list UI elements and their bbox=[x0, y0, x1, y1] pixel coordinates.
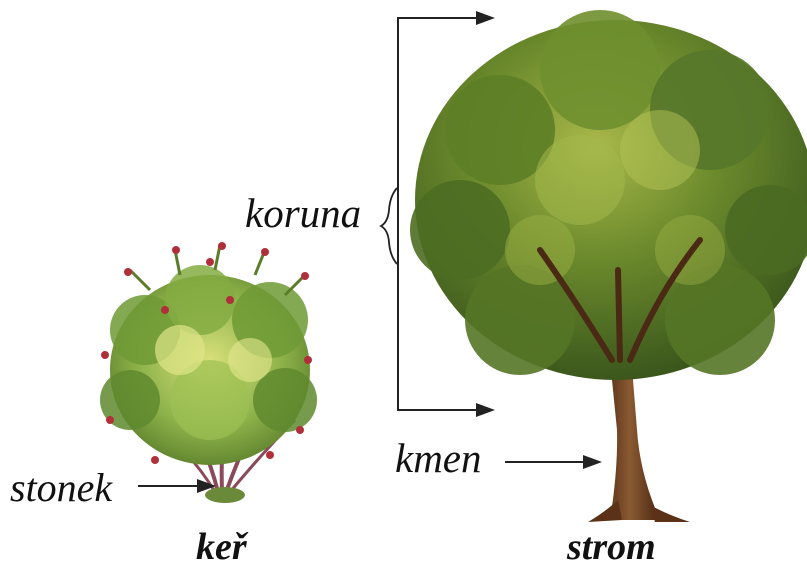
koruna-label: koruna bbox=[245, 193, 361, 234]
stonek-label: stonek bbox=[10, 468, 112, 508]
kmen-arrow bbox=[505, 455, 602, 469]
strom-caption: strom bbox=[567, 528, 656, 566]
shrub-illustration bbox=[100, 242, 317, 503]
koruna-bottom-arrowhead bbox=[476, 403, 495, 417]
koruna-top-arrowhead bbox=[476, 11, 495, 25]
tree-crown bbox=[410, 10, 807, 380]
kmen-label: kmen bbox=[395, 438, 482, 479]
ker-caption: keř bbox=[196, 528, 247, 566]
shrub-foliage bbox=[100, 245, 317, 465]
stonek-arrow bbox=[138, 479, 216, 493]
